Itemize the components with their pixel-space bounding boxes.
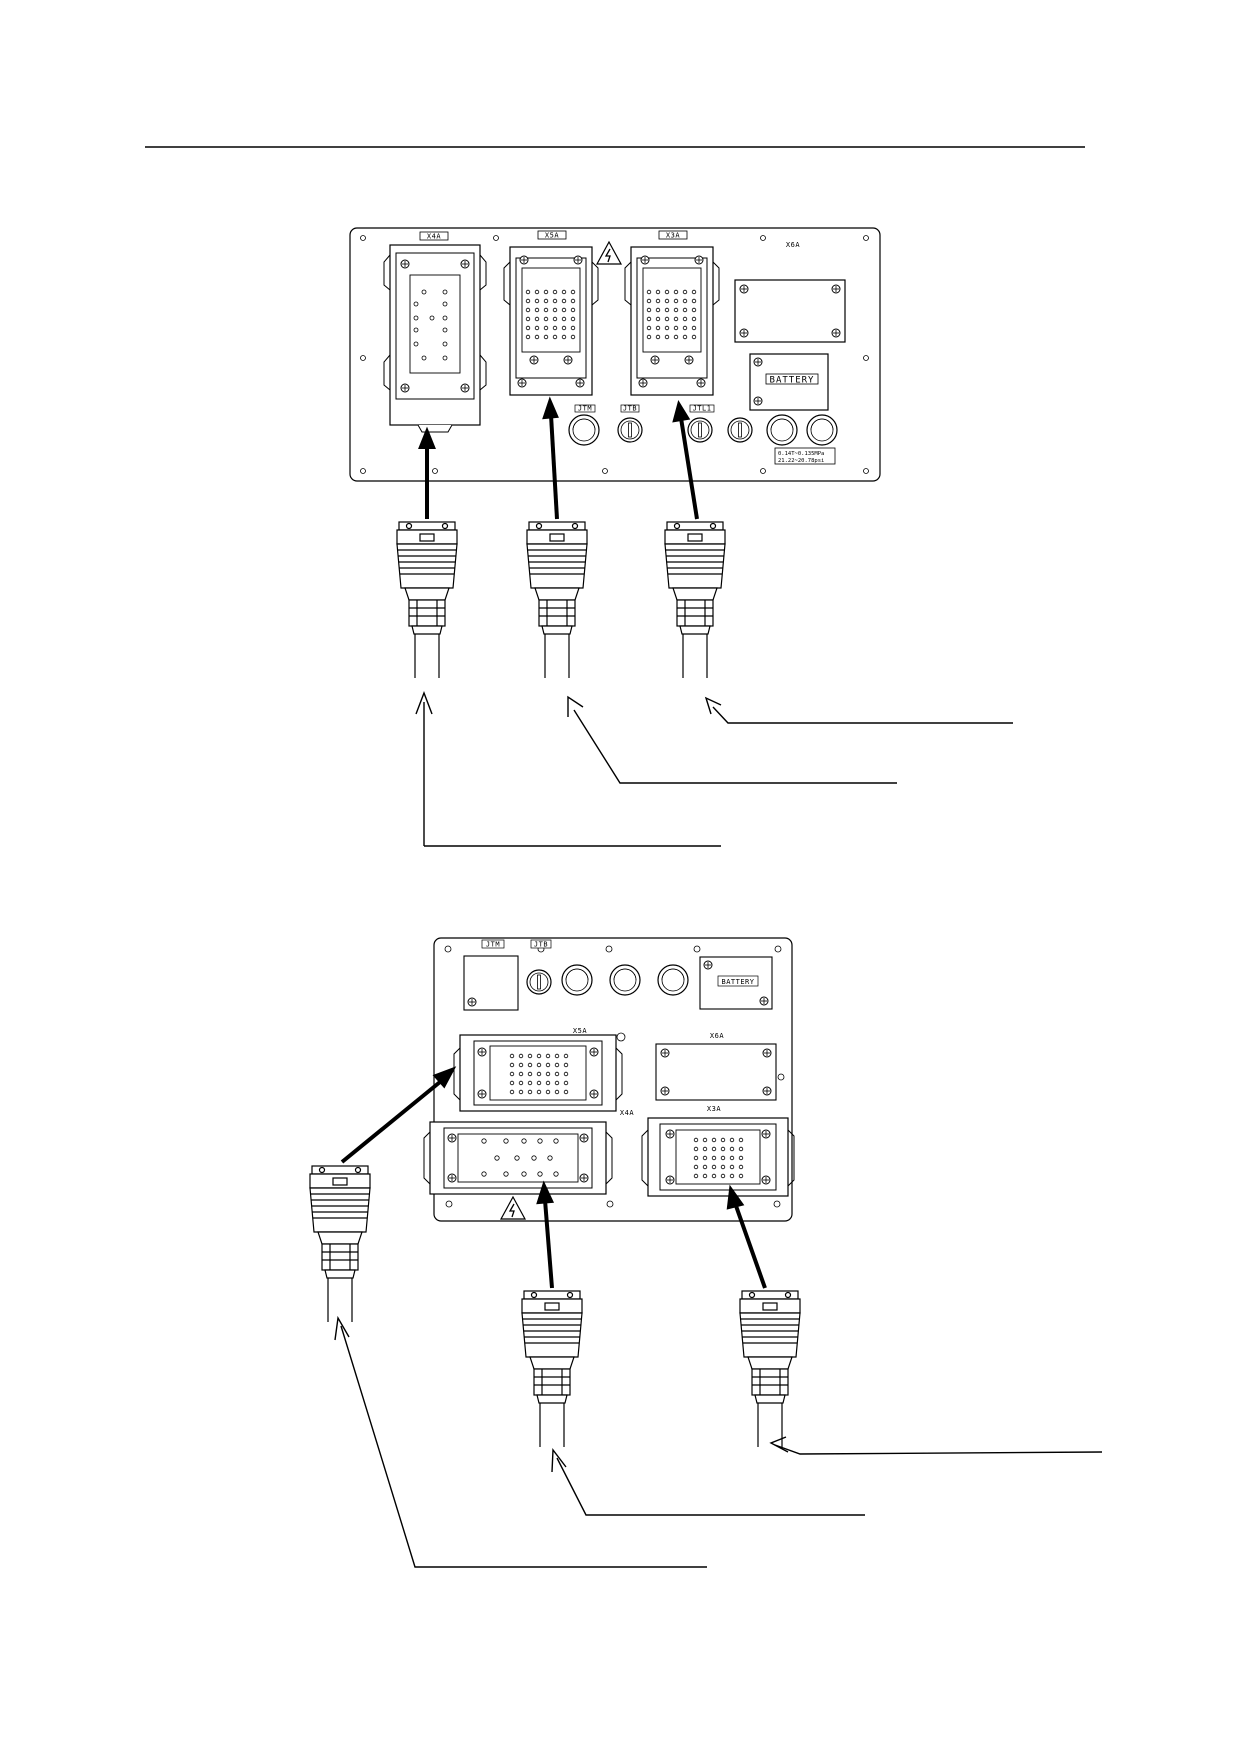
- x4a-socket-bottom: X4A: [423, 1109, 634, 1195]
- valve-row-top: JTM JTB JTL1 0.14T~0.135MPa 21.22~20.78p…: [568, 405, 838, 465]
- label-battery-bottom: BATTERY: [721, 978, 754, 986]
- leader-lines-top: [415, 691, 1013, 847]
- connection-arrows-top: [418, 396, 699, 520]
- label-jtb-top: JTB: [623, 405, 637, 413]
- label-x6a-bottom: X6A: [710, 1032, 724, 1040]
- pressure-valve-icon: [561, 964, 593, 996]
- x4a-socket: X4A: [383, 231, 487, 433]
- label-jtm-bottom: JTM: [486, 941, 500, 949]
- label-x4a-bottom: X4A: [620, 1109, 634, 1117]
- cable-plug-icon: [664, 521, 726, 679]
- battery-cover: BATTERY: [699, 956, 773, 1010]
- pressure-valve-icon: [727, 417, 753, 443]
- label-spec2: 21.22~20.78psi: [778, 458, 824, 464]
- cable-plug-icon: [396, 521, 458, 679]
- label-jtl-top: JTL1: [693, 405, 712, 413]
- pressure-valve-icon: [687, 417, 713, 443]
- pressure-valve-icon: [617, 417, 643, 443]
- pressure-valve-icon: [568, 414, 600, 446]
- pressure-valve-icon: [526, 969, 552, 995]
- plate-mounting-holes: [442, 945, 785, 1208]
- label-jtm-top: JTM: [578, 405, 592, 413]
- label-battery: BATTERY: [770, 376, 815, 386]
- connection-arrows-bottom: [340, 1066, 767, 1289]
- x5a-socket-bottom: X5A: [453, 1027, 623, 1112]
- leader-lines-bottom: [334, 1315, 1103, 1568]
- label-x5a-bottom: X5A: [573, 1027, 587, 1035]
- plate-mounting-holes: [360, 235, 869, 474]
- label-spec1: 0.14T~0.135MPa: [778, 451, 824, 457]
- label-x5a: X5A: [545, 232, 559, 240]
- pressure-valve-icon: [609, 964, 641, 996]
- pressure-valve-icon: [657, 964, 689, 996]
- x3a-socket: X3A: [624, 230, 720, 396]
- cable-plug-icon: [526, 521, 588, 679]
- x3a-socket-bottom: X3A: [641, 1105, 795, 1197]
- label-x3a-bottom: X3A: [707, 1105, 721, 1113]
- label-x3a: X3A: [666, 232, 680, 240]
- x6a-cover-bottom: X6A: [655, 1032, 777, 1101]
- cable-plug-icon: [521, 1290, 583, 1448]
- label-x6a: X6A: [786, 241, 800, 249]
- pressure-valve-icon: [806, 414, 838, 446]
- battery-cover: BATTERY: [749, 353, 829, 411]
- label-jtb-bottom: JTB: [534, 941, 548, 949]
- x6a-cover: X6A: [734, 241, 846, 343]
- jtm-cover: JTM JTB: [463, 939, 552, 1011]
- x5a-socket: X5A: [503, 230, 599, 396]
- top-panel-figure: X4A X5A: [349, 227, 1013, 847]
- bottom-panel-figure: JTM JTB BATTERY: [309, 937, 1103, 1568]
- cable-plug-icon: [309, 1165, 371, 1323]
- cable-plug-icon: [739, 1290, 801, 1448]
- pressure-valve-icon: [766, 414, 798, 446]
- label-x4a: X4A: [427, 233, 441, 241]
